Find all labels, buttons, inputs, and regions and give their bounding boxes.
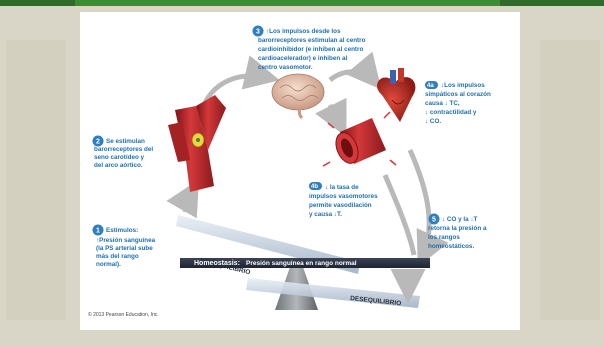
svg-text:centro vasomotor.: centro vasomotor.	[258, 64, 313, 71]
step-1-title: Estímulos:	[106, 227, 138, 234]
svg-text:simpáticos al corazón: simpáticos al corazón	[425, 91, 491, 98]
svg-text:seno carotídeo y: seno carotídeo y	[94, 154, 145, 161]
svg-text:cardioinhibidor (e inhiben al: cardioinhibidor (e inhiben al centro	[258, 46, 363, 53]
step-badge-5: 5	[429, 214, 440, 225]
svg-text:causa ↓ TC,: causa ↓ TC,	[425, 100, 460, 107]
svg-text:3: 3	[256, 29, 260, 36]
svg-text:barorreceptores estimulan al c: barorreceptores estimulan al centro	[258, 37, 366, 44]
svg-text:↓ CO.: ↓ CO.	[425, 118, 441, 125]
copyright-text: © 2013 Pearson Education, Inc.	[88, 311, 159, 318]
step-badge-2: 2	[93, 136, 104, 147]
svg-text:y causa ↓T.: y causa ↓T.	[309, 211, 342, 218]
svg-text:(la PS arterial sube: (la PS arterial sube	[96, 245, 153, 252]
svg-text:más del rango: más del rango	[96, 253, 139, 260]
svg-text:del arco aórtico.: del arco aórtico.	[94, 162, 143, 169]
step-badge-4a: 4a	[425, 81, 438, 89]
svg-text:4a: 4a	[427, 83, 434, 89]
svg-text:4b: 4b	[311, 184, 318, 190]
svg-text:barorreceptores del: barorreceptores del	[94, 146, 153, 153]
svg-text:normal).: normal).	[96, 261, 121, 268]
svg-text:cardioacelerador) e inhiben al: cardioacelerador) e inhiben al	[258, 55, 347, 62]
svg-text:↑Los impulsos desde los: ↑Los impulsos desde los	[266, 28, 341, 35]
svg-text:homeostáticos.: homeostáticos.	[428, 243, 474, 250]
svg-text:↓Los impulsos: ↓Los impulsos	[441, 82, 485, 89]
step-badge-1: 1	[93, 225, 104, 236]
svg-text:impulsos vasomotores: impulsos vasomotores	[309, 193, 378, 200]
svg-text:retorna la presión a: retorna la presión a	[428, 225, 487, 232]
svg-text:↑Presión sanguínea: ↑Presión sanguínea	[96, 237, 156, 244]
homeostasis-text: Presión sanguínea en rango normal	[246, 260, 357, 267]
top-title-bar-accent	[75, 0, 500, 6]
svg-text:los rangos: los rangos	[428, 234, 460, 241]
svg-text:↓ CO y la ↓T: ↓ CO y la ↓T	[442, 216, 477, 223]
svg-text:5: 5	[432, 217, 436, 224]
homeostasis-label: Homeostasis:	[194, 260, 240, 267]
step-badge-4b: 4b	[309, 182, 322, 190]
svg-text:↓ la tasa de: ↓ la tasa de	[325, 184, 359, 191]
svg-text:↓ contractilidad y: ↓ contractilidad y	[425, 109, 477, 116]
svg-text:2: 2	[96, 139, 100, 146]
svg-text:permite vasodilación: permite vasodilación	[309, 202, 372, 209]
svg-text:1: 1	[96, 228, 100, 235]
svg-text:Se estimulan: Se estimulan	[106, 138, 145, 145]
step-badge-3: 3	[253, 26, 264, 37]
